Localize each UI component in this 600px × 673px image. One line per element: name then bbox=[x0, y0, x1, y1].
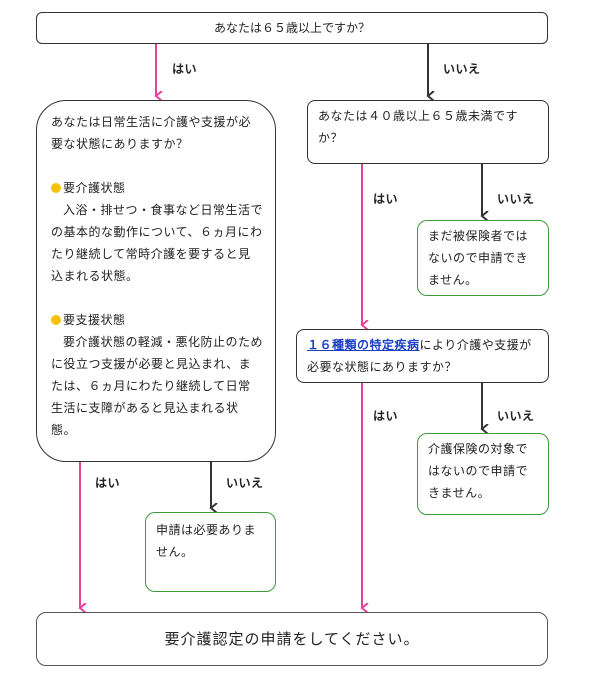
result-not-covered-text: 介護保険の対象ではないので申請できません。 bbox=[428, 442, 529, 500]
result-not-covered: 介護保険の対象ではないので申請できません。 bbox=[417, 433, 549, 515]
label-q2-no: いいえ bbox=[226, 476, 264, 490]
final-apply-box: 要介護認定の申請をしてください。 bbox=[36, 612, 548, 666]
care-state-desc: 入浴・排せつ・食事など日常生活での基本的な動作について、６ヵ月にわたり継続して常… bbox=[51, 203, 264, 283]
label-q4-yes: はい bbox=[373, 409, 399, 423]
support-state-desc: 要介護状態の軽減・悪化防止のために役立つ支援が必要と見込まれ、または、６ヵ月にわ… bbox=[51, 335, 264, 437]
specific-disease-link[interactable]: １６種類の特定疾病 bbox=[307, 338, 420, 352]
support-state-section: 要支援状態 要介護状態の軽減・悪化防止のために役立つ支援が必要と見込まれ、または… bbox=[51, 309, 263, 441]
result-not-insured-text: まだ被保険者ではないので申請できません。 bbox=[428, 229, 529, 287]
question-age-40-65: あなたは４０歳以上６５歳未満ですか？ bbox=[307, 100, 549, 164]
result-not-insured: まだ被保険者ではないので申請できません。 bbox=[417, 220, 549, 296]
question-specific-disease-text: により介護や支援が必要な状態にありますか？ bbox=[307, 338, 532, 374]
bullet-icon bbox=[51, 315, 61, 325]
result-no-application-needed-text: 申請は必要ありません。 bbox=[156, 523, 257, 559]
support-state-title: 要支援状態 bbox=[63, 313, 126, 327]
result-no-application-needed: 申請は必要ありません。 bbox=[145, 512, 276, 592]
label-q3-no: いいえ bbox=[497, 192, 535, 206]
question-age-40-65-text: あなたは４０歳以上６５歳未満ですか？ bbox=[318, 109, 519, 145]
label-q3-yes: はい bbox=[373, 192, 399, 206]
care-state-section: 要介護状態 入浴・排せつ・食事など日常生活での基本的な動作について、６ヵ月にわた… bbox=[51, 177, 263, 287]
care-state-title: 要介護状態 bbox=[63, 181, 126, 195]
question-care-needed: あなたは日常生活に介護や支援が必要な状態にありますか？ 要介護状態 入浴・排せつ… bbox=[36, 100, 276, 462]
label-q4-no: いいえ bbox=[497, 409, 535, 423]
final-apply-text: 要介護認定の申請をしてください。 bbox=[164, 630, 420, 648]
question-age-65-text: あなたは６５歳以上ですか？ bbox=[213, 21, 370, 35]
question-care-needed-text: あなたは日常生活に介護や支援が必要な状態にありますか？ bbox=[51, 115, 252, 151]
question-age-65: あなたは６５歳以上ですか？ bbox=[36, 12, 548, 44]
bullet-icon bbox=[51, 183, 61, 193]
label-q1-yes: はい bbox=[172, 62, 198, 76]
label-q1-no: いいえ bbox=[443, 62, 481, 76]
question-specific-disease: １６種類の特定疾病により介護や支援が必要な状態にありますか？ bbox=[296, 329, 549, 383]
label-q2-yes: はい bbox=[95, 476, 121, 490]
